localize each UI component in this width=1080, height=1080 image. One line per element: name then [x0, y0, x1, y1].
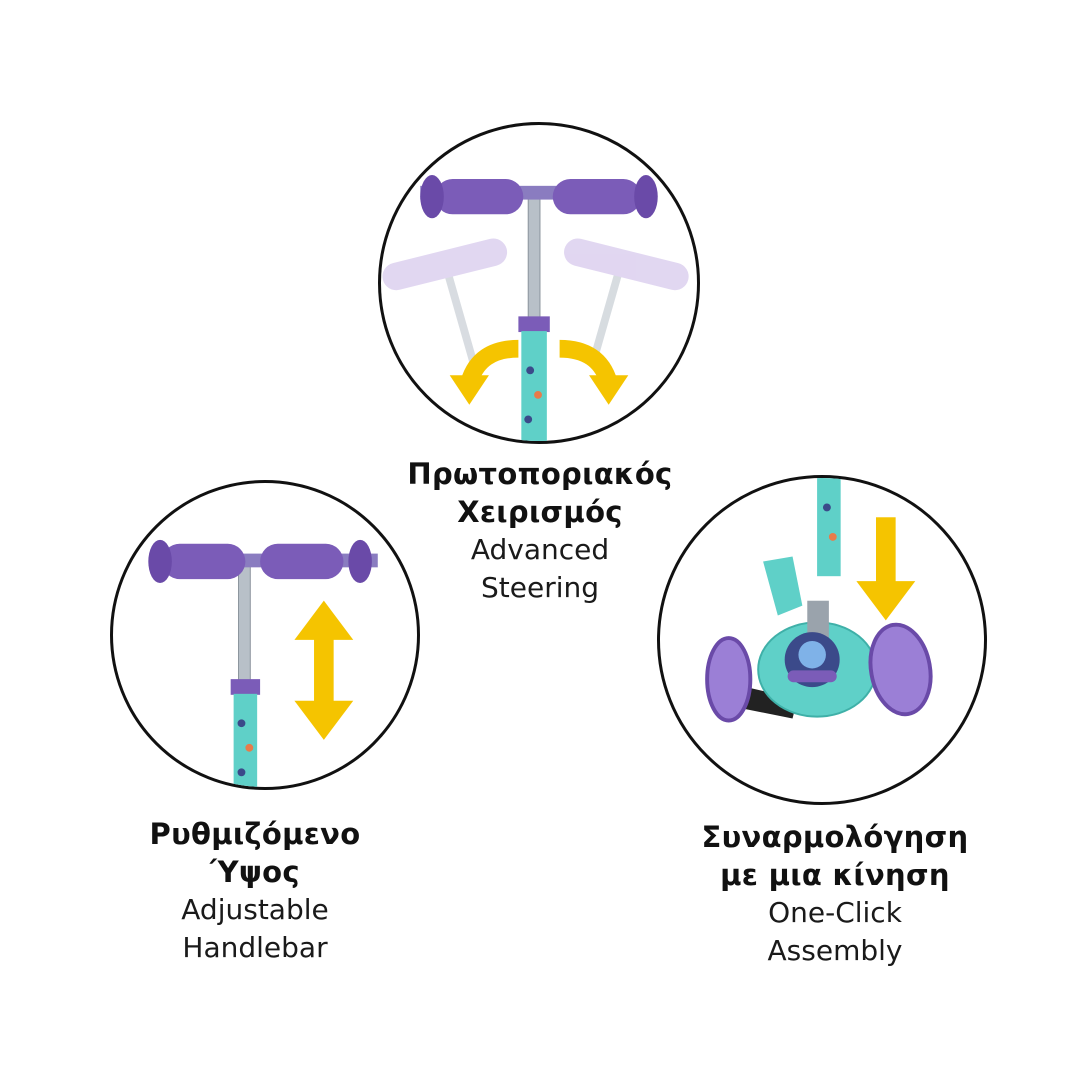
assembly-feature-image [657, 475, 987, 805]
down-arrow-icon [856, 517, 916, 621]
assembly-subtitle-line1: One-Click [768, 896, 902, 929]
height-subtitle-line1: Adjustable [181, 893, 329, 926]
height-title-line2: Ύψος [210, 855, 300, 889]
assembly-caption: Συναρμολόγηση με μια κίνηση One-Click As… [660, 818, 1010, 970]
faded-handlebar-right [564, 238, 689, 367]
assembly-title-line1: Συναρμολόγηση [701, 820, 969, 854]
assembly-subtitle-line2: Assembly [767, 934, 903, 967]
steering-right-arrow-icon [559, 339, 629, 405]
assembly-title-line2: με μια κίνηση [720, 858, 950, 892]
height-title-line1: Ρυθμιζόμενο [149, 817, 361, 851]
adjustable-height-caption: Ρυθμιζόμενο Ύψος Adjustable Handlebar [110, 815, 400, 967]
steering-title-line2: Χειρισμός [457, 495, 623, 529]
steering-title-line1: Πρωτοποριακός [407, 457, 673, 491]
steering-left-arrow-icon [449, 339, 519, 405]
steering-handlebar-illustration [382, 175, 689, 441]
adjustable-height-feature-image [110, 480, 420, 790]
faded-handlebar-left [382, 238, 508, 367]
steering-subtitle-line2: Steering [480, 571, 599, 604]
steering-subtitle-line1: Advanced [470, 533, 610, 566]
adjustable-handlebar-illustration [148, 539, 378, 787]
steering-feature-image [378, 122, 700, 444]
vertical-double-arrow-icon [294, 600, 354, 740]
scooter-base-illustration [705, 478, 933, 723]
steering-caption: Πρωτοποριακός Χειρισμός Advanced Steerin… [380, 455, 700, 607]
height-subtitle-line2: Handlebar [182, 931, 328, 964]
